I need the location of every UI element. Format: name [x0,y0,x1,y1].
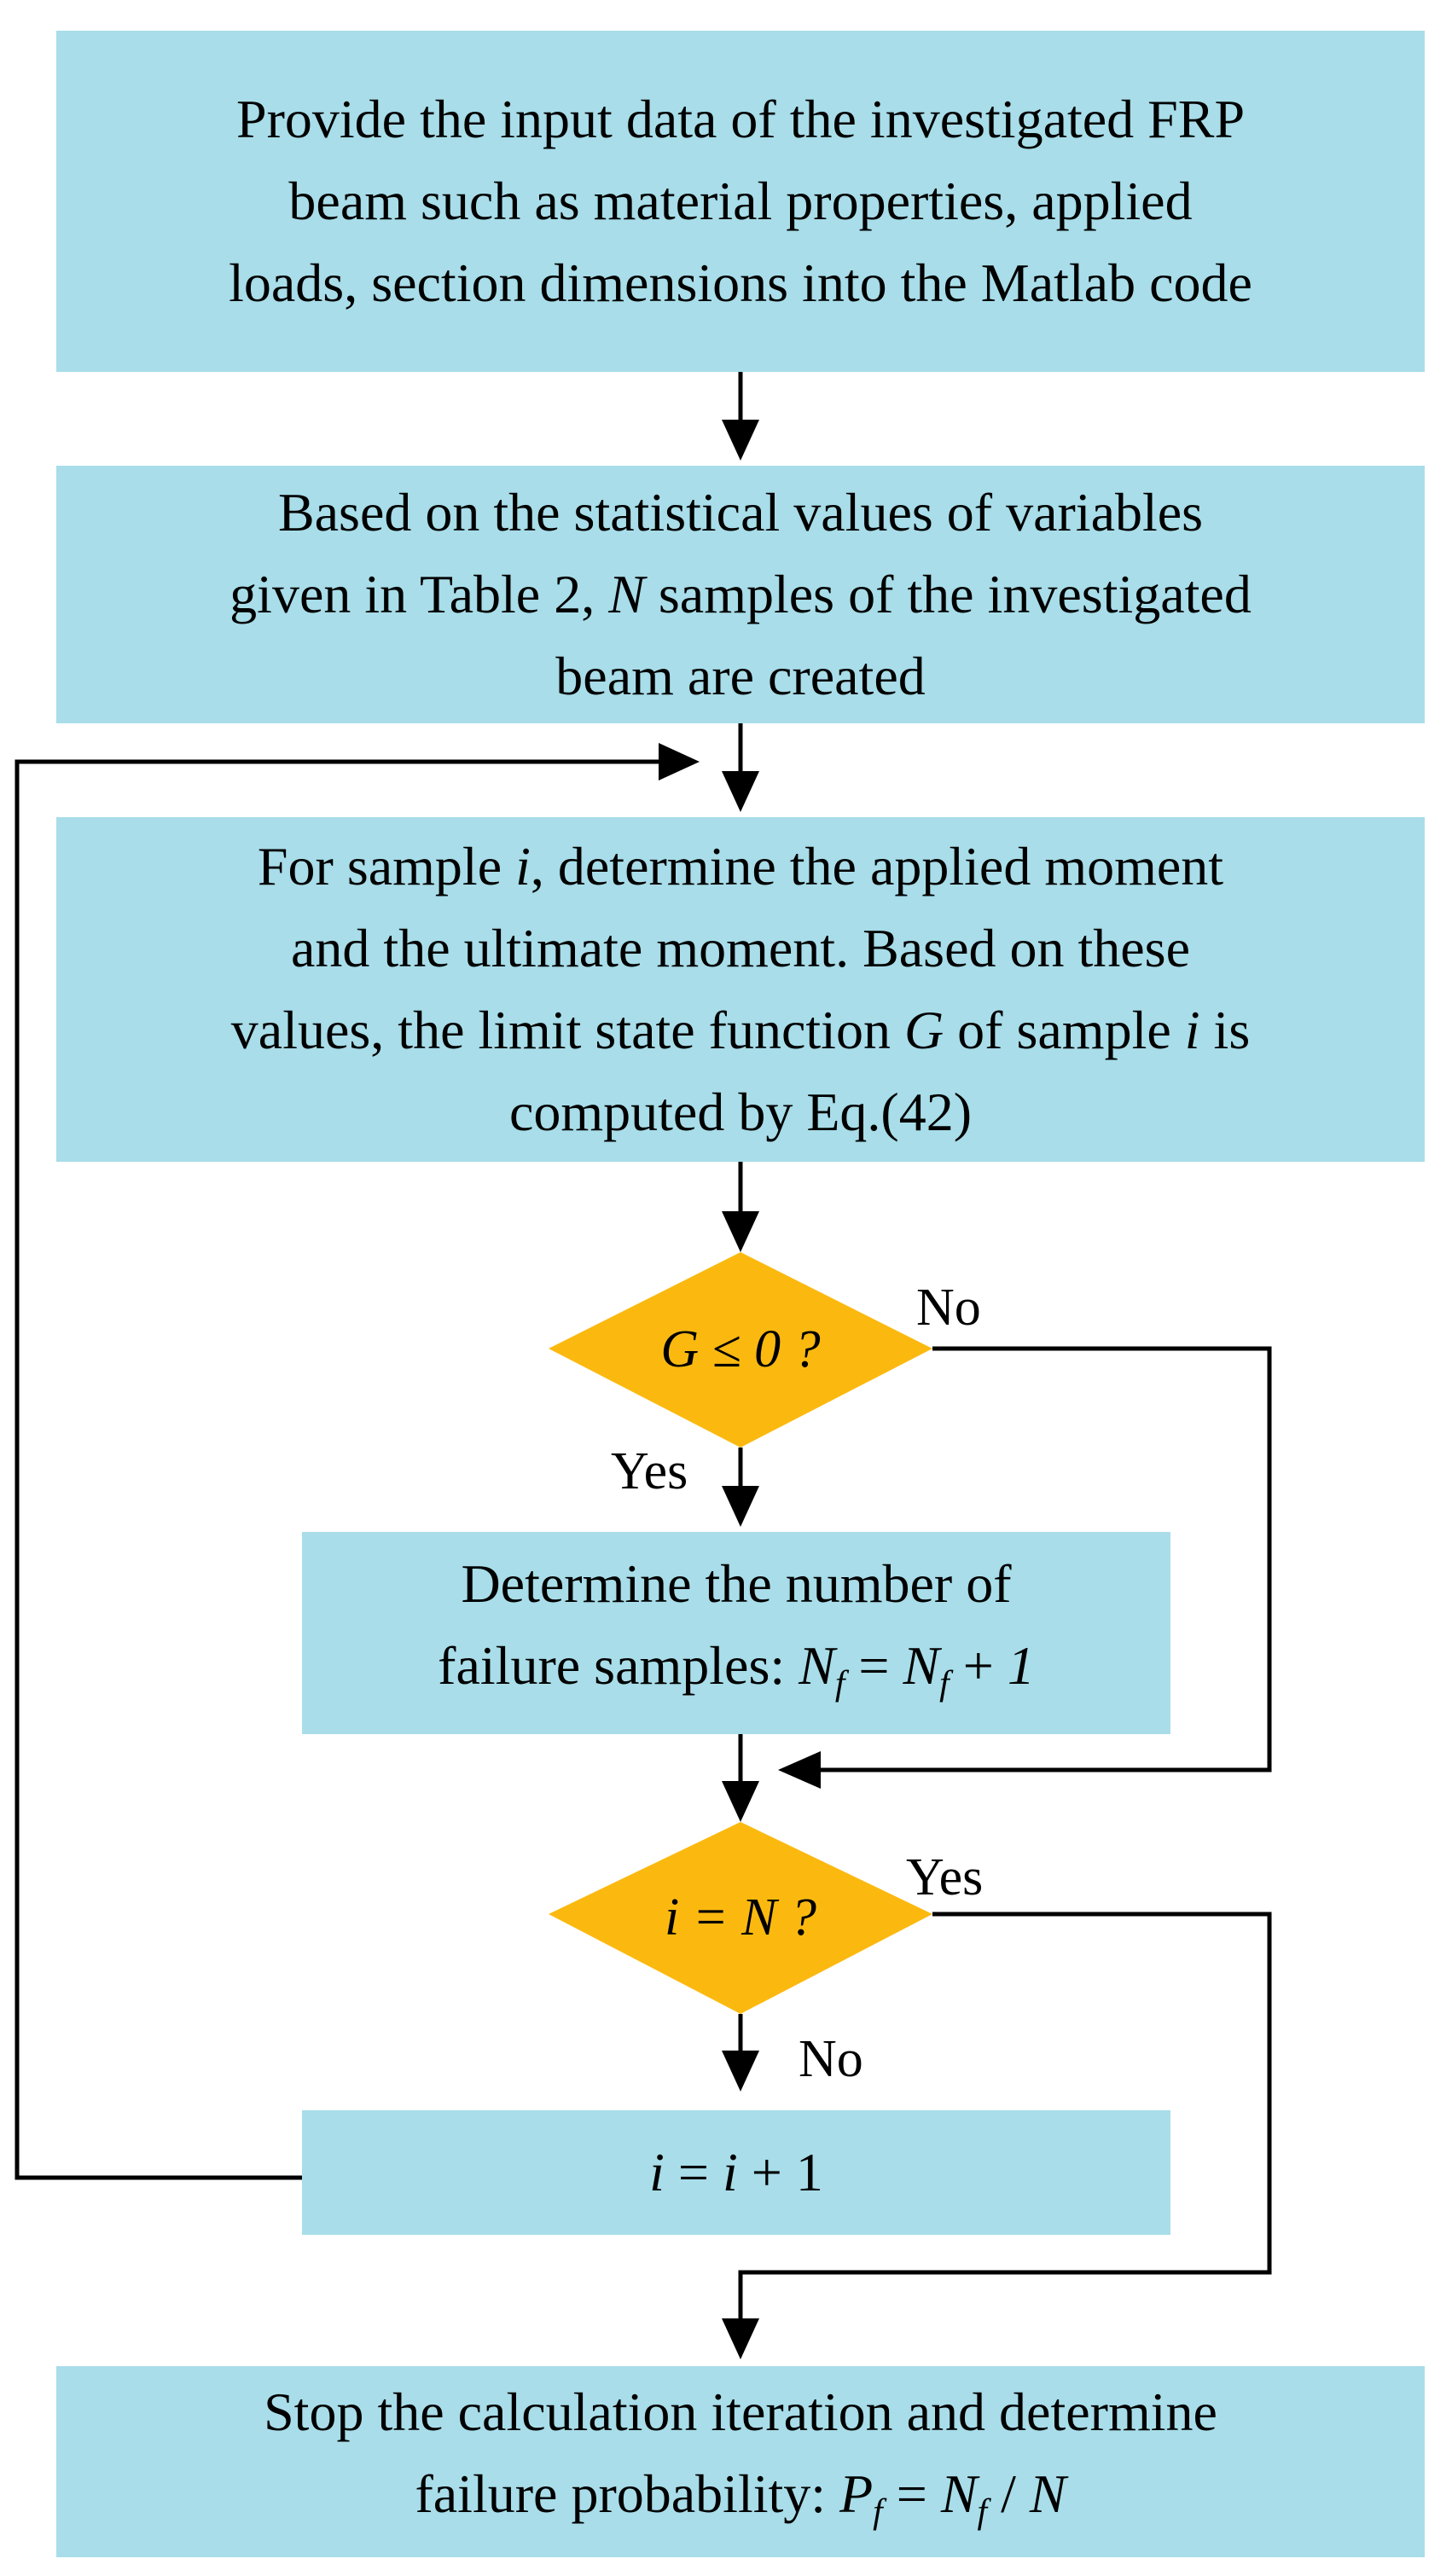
formula-P: P [839,2463,874,2525]
step-count-line-2: failure samples: Nf = Nf + 1 [438,1625,1035,1723]
step-input-box: Provide the input data of the investigat… [56,31,1425,372]
step-compute-line-1-post: , determine the applied moment [530,836,1224,896]
variable-i-2: i [1184,1000,1200,1060]
formula-N-2: N [903,1634,940,1696]
formula-P-sub: f [873,2491,883,2531]
step-compute-line-3-post: is [1199,1000,1251,1060]
end-check-yes-label: Yes [906,1848,984,1906]
step-stop-line-1: Stop the calculation iteration and deter… [264,2382,1217,2443]
step-samples-line-2-pre: given in Table 2, [229,564,609,624]
decision-diamond-end-check [549,1822,932,2014]
step-increment-formula: i = i + 1 [649,2132,823,2213]
formula-sub-f-2: f [939,1662,950,1703]
formula-sub-f: f [834,1662,845,1703]
formula-stop-equals: = [882,2463,941,2525]
arrow-end-check-yes-path [738,1912,1272,2320]
variable-G: G [903,1000,944,1060]
arrowhead-loop [659,743,700,780]
decision-diamond-failure-check [549,1252,932,1448]
formula-increment-equals: = [664,2142,723,2202]
step-count-line-1: Determine the number of [461,1552,1012,1614]
variable-i: i [515,836,531,896]
arrowhead-merge [778,1751,821,1789]
formula-plus: + [949,1634,1008,1696]
formula-one: 1 [1007,1634,1035,1696]
end-check-label: i = N ? [665,1888,816,1947]
formula-stop-N2: N [1029,2463,1066,2525]
arrowhead-increment [722,2051,759,2092]
failure-check-no-label: No [916,1279,981,1337]
step-compute-line-3-pre: values, the limit state function [230,1000,904,1060]
end-check-no-label: No [799,2030,863,2088]
step-compute-line-3: values, the limit state function G of sa… [231,989,1250,1071]
arrowhead-compute [722,771,759,812]
step-compute-line-3-mid: of sample [944,1000,1185,1060]
formula-N: N [799,1634,835,1696]
step-samples-line-3: beam are created [555,646,926,706]
variable-N: N [608,564,645,624]
formula-equals: = [845,1634,903,1696]
step-samples-line-2-post: samples of the investigated [644,564,1252,624]
step-samples-line-2: given in Table 2, N samples of the inves… [229,554,1252,635]
step-compute-line-1: For sample i, determine the applied mome… [231,826,1250,908]
formula-increment-plus: + 1 [737,2142,823,2202]
step-samples-box: Based on the statistical values of varia… [56,466,1425,723]
arrowhead-count [722,1486,759,1527]
formula-stop-N: N [940,2463,978,2525]
step-input-line-2: beam such as material properties, applie… [288,171,1193,231]
step-count-line-2-pre: failure samples: [438,1634,799,1696]
formula-Nf-right: Nf [903,1634,949,1702]
formula-stop-slash: / [987,2463,1030,2525]
arrowhead-end-check [722,1781,759,1822]
step-compute-line-2: and the ultimate moment. Based on these [291,918,1190,978]
formula-Nf-left: Nf [799,1634,845,1702]
failure-check-label: G ≤ 0 ? [660,1320,821,1378]
step-compute-line-4: computed by Eq.(42) [508,1082,973,1142]
step-compute-box: For sample i, determine the applied mome… [56,817,1425,1162]
step-count-failures-box: Determine the number of failure samples:… [302,1532,1170,1734]
step-increment-box: i = i + 1 [302,2110,1170,2235]
formula-i-left: i [649,2142,665,2202]
step-samples-line-1: Based on the statistical values of varia… [277,482,1204,542]
arrowhead-stop [722,2318,759,2359]
step-input-line-3: loads, section dimensions into the Matla… [229,252,1252,313]
connector-lines [15,372,1272,2320]
loop-back-path [15,759,682,2180]
formula-Pf: Pf [839,2463,883,2530]
step-stop-line-2-pre: failure probability: [415,2463,840,2525]
step-compute-line-1-pre: For sample [257,836,516,896]
formula-i-right: i [723,2142,738,2202]
arrowheads [659,420,821,2359]
formula-stop-N-sub: f [977,2491,988,2531]
step-input-line-1: Provide the input data of the investigat… [235,89,1246,149]
failure-check-yes-label: Yes [611,1442,688,1500]
step-stop-line-2: failure probability: Pf = Nf / N [264,2453,1217,2551]
step-stop-box: Stop the calculation iteration and deter… [56,2366,1425,2557]
arrow-failure-check-no-path [819,1346,1272,1772]
arrowhead-failure-check [722,1211,759,1252]
formula-Nf-stop: Nf [940,2463,987,2530]
arrowhead-samples [722,420,759,461]
